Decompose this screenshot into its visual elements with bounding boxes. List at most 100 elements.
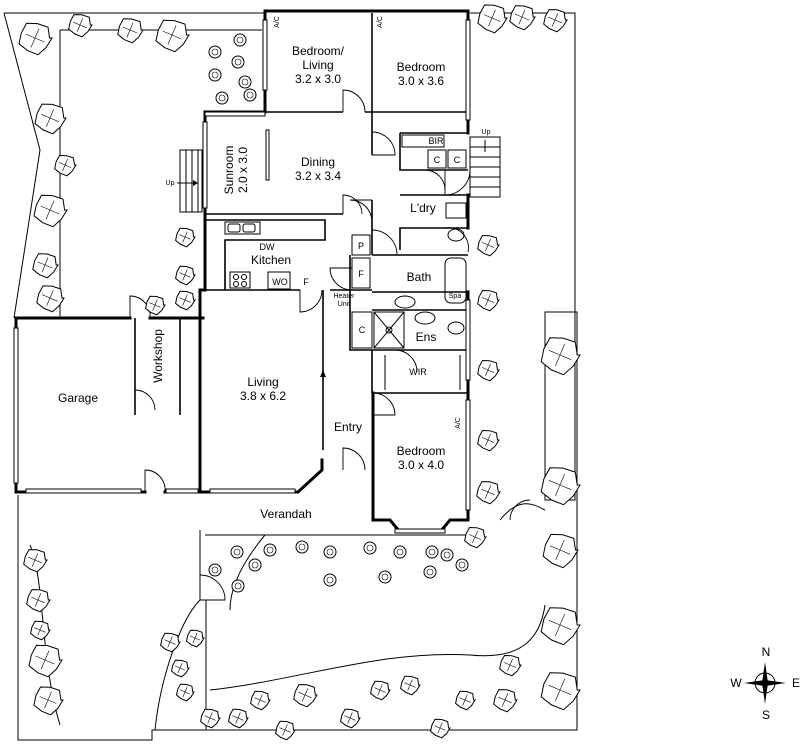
shrub <box>233 33 247 47</box>
compass-w: W <box>730 676 742 690</box>
tree <box>477 359 500 382</box>
label-bedroom-1-dims: 3.0 x 3.6 <box>398 74 444 88</box>
tree <box>540 467 581 506</box>
label-sunroom-dims: 2.0 x 3.0 <box>236 147 250 193</box>
tree <box>477 429 500 452</box>
tree <box>117 18 144 44</box>
tree <box>155 19 190 53</box>
label-ac-1: A/C <box>274 16 281 28</box>
shrub <box>393 545 407 559</box>
doors <box>129 89 531 601</box>
shrub <box>248 558 262 572</box>
label-kitchen: Kitchen <box>251 253 291 267</box>
tree <box>36 285 65 313</box>
label-living-dims: 3.8 x 6.2 <box>240 389 286 403</box>
shrub <box>208 563 222 577</box>
shrub <box>440 548 454 562</box>
label-bedroom-living-1: Bedroom/ <box>292 44 345 58</box>
label-dining: Dining <box>301 155 335 169</box>
shrub <box>323 573 337 587</box>
tree <box>34 103 67 135</box>
tree <box>464 526 487 549</box>
tree <box>509 5 536 31</box>
label-cupboard-1: C <box>434 155 441 165</box>
tree <box>430 718 451 739</box>
tree <box>540 337 581 376</box>
tree <box>455 690 476 711</box>
tree <box>33 194 68 228</box>
label-workshop: Workshop <box>151 329 165 383</box>
tree <box>476 481 501 505</box>
tree <box>170 659 190 678</box>
compass-rose: N S W E <box>730 645 800 722</box>
direction-arrows <box>177 180 326 450</box>
label-bedroom-living-dims: 3.2 x 3.0 <box>295 72 341 86</box>
tree <box>400 675 421 696</box>
garden-shrubs <box>208 33 469 593</box>
label-living: Living <box>247 375 278 389</box>
tree <box>175 290 196 311</box>
label-up-right: Up <box>482 129 491 136</box>
tree <box>477 4 508 34</box>
label-cupboard-3: C <box>359 325 366 335</box>
shrub <box>231 579 245 593</box>
tree <box>26 589 51 613</box>
shrub <box>323 545 337 559</box>
sunroom-steps <box>179 149 203 213</box>
shrub <box>230 545 244 559</box>
label-fridge-hall: F <box>358 269 364 279</box>
label-garage: Garage <box>58 391 98 405</box>
label-fridge: F <box>303 277 309 287</box>
label-spa: Spa <box>449 293 462 300</box>
label-ensuite: Ens <box>416 330 437 344</box>
label-bir: BIR <box>428 136 444 146</box>
tree <box>340 708 361 729</box>
room-labels: Bedroom/ Living 3.2 x 3.0 Bedroom 3.0 x … <box>58 16 491 521</box>
label-dw: DW <box>260 242 275 252</box>
rear-steps <box>469 136 501 198</box>
tree <box>477 289 500 312</box>
label-laundry: L'dry <box>410 201 436 215</box>
tree <box>293 684 318 708</box>
tree <box>542 533 579 569</box>
tree <box>145 295 166 316</box>
shrub <box>423 565 437 579</box>
shrub <box>363 541 377 555</box>
shrub <box>243 88 257 102</box>
tree <box>175 683 195 702</box>
tree <box>28 644 63 678</box>
label-bedroom-1: Bedroom <box>397 60 446 74</box>
tree <box>30 620 51 641</box>
tree <box>370 680 391 701</box>
tree <box>18 22 53 56</box>
label-heater: Heater <box>333 293 355 300</box>
shrub <box>378 570 392 584</box>
tree <box>175 227 196 248</box>
label-bedroom-2: Bedroom <box>397 444 446 458</box>
tree <box>160 632 181 653</box>
tree <box>175 265 196 286</box>
tree <box>540 607 581 646</box>
tree <box>185 629 205 648</box>
site-boundary <box>3 12 578 741</box>
tree <box>499 654 522 677</box>
label-entry: Entry <box>334 420 362 434</box>
tree <box>54 154 77 177</box>
shrub <box>263 543 277 557</box>
label-bedroom-living-2: Living <box>302 58 333 72</box>
tree <box>250 690 271 711</box>
tree <box>543 9 568 33</box>
tree <box>477 234 500 257</box>
windows <box>13 19 471 534</box>
label-bedroom-2-dims: 3.0 x 4.0 <box>398 458 444 472</box>
tree <box>68 14 93 38</box>
wet-area-fixtures <box>351 134 467 390</box>
label-ac-2: A/C <box>377 16 384 28</box>
label-heater-unit: Unit <box>338 301 351 308</box>
shrub <box>231 55 245 69</box>
label-verandah: Verandah <box>260 507 311 521</box>
tree <box>540 672 581 711</box>
shrub <box>215 91 229 105</box>
garden-trees <box>18 4 581 741</box>
tree <box>23 549 48 573</box>
